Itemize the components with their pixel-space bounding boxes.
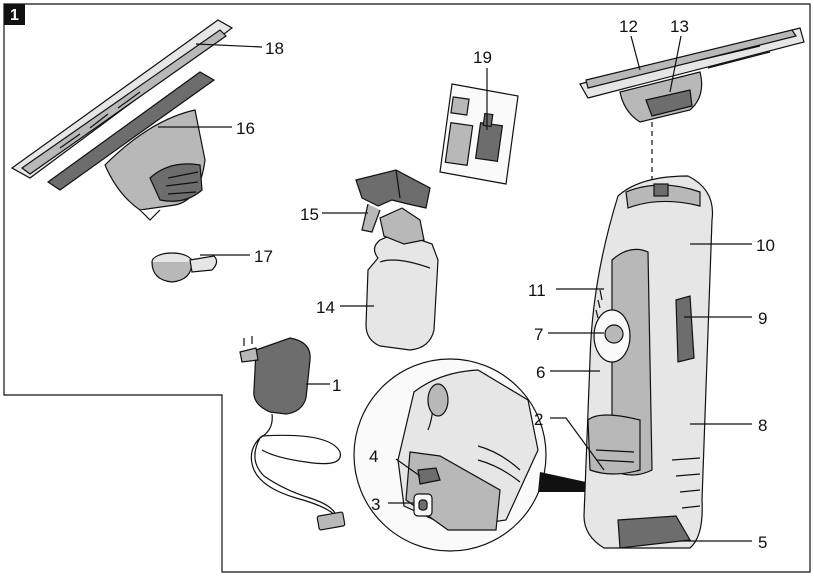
nozzle-head	[580, 28, 804, 122]
callout-5: 5	[758, 533, 767, 552]
callout-3: 3	[371, 495, 380, 514]
callout-8: 8	[758, 416, 767, 435]
callout-1: 1	[332, 376, 341, 395]
callout-12: 12	[619, 17, 638, 36]
clip	[152, 253, 217, 282]
callout-9: 9	[758, 309, 767, 328]
callout-17: 17	[254, 247, 273, 266]
info-leaflet	[440, 84, 518, 184]
callout-6: 6	[536, 363, 545, 382]
spray-bottle	[356, 170, 438, 350]
callout-18: 18	[265, 39, 284, 58]
callout-2: 2	[534, 410, 543, 429]
callout-19: 19	[473, 48, 492, 67]
callout-14: 14	[316, 298, 335, 317]
callout-13: 13	[670, 17, 689, 36]
squeegee-nozzle	[12, 20, 232, 220]
detail-zoom	[354, 359, 588, 551]
callout-16: 16	[236, 119, 255, 138]
vacuum-body	[584, 176, 713, 548]
callout-10: 10	[756, 236, 775, 255]
callout-11: 11	[528, 281, 546, 300]
figure-number: 1	[10, 7, 19, 24]
figure-number-badge: 1	[4, 4, 25, 25]
callout-15: 15	[300, 205, 319, 224]
callout-7: 7	[534, 325, 543, 344]
charger	[240, 336, 345, 530]
callout-4: 4	[369, 447, 378, 466]
